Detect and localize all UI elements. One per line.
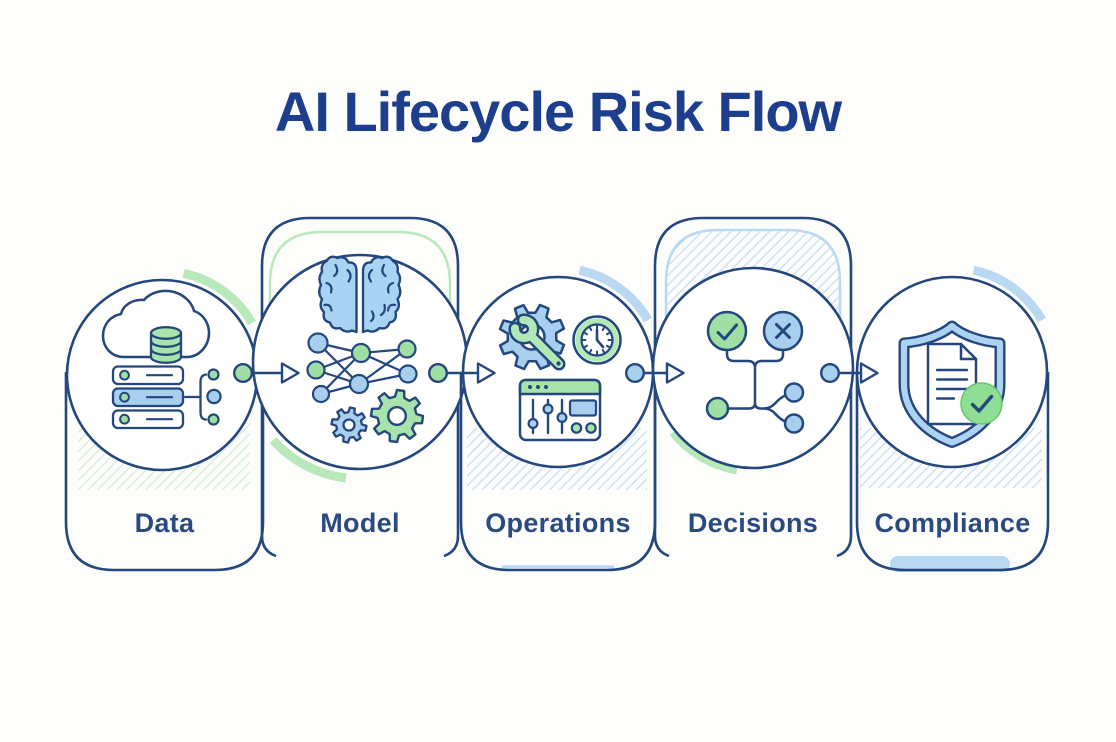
brain-icon [318,255,402,334]
data-branch-nodes-icon [183,368,222,426]
stage-card-decisions: Decisions [651,216,855,558]
stage-label-compliance: Compliance [874,508,1030,538]
neural-network-icon [306,332,418,404]
stage-label-data: Data [135,508,195,538]
arrow-data-to-model [232,362,300,384]
shield-document-check-icon [898,320,1006,448]
stage-card-model: Model [251,216,469,558]
stage-card-compliance: Compliance [855,265,1050,572]
gear-wrench-clock-control-panel-icon [498,303,622,442]
arrowhead-icon [859,362,879,384]
stage-label-model: Model [320,508,400,538]
page-title: AI Lifecycle Risk Flow [275,80,843,143]
connector-dot [820,363,841,384]
control-panel-window-icon [518,378,602,442]
card-outline [653,216,853,558]
approved-badge-icon [960,382,1003,425]
approve-circle-icon [706,310,748,352]
flow-arrows [232,362,879,384]
shield-band [900,322,1004,446]
card-outline [459,372,657,572]
arrow-model-to-operations [428,362,496,384]
brain-neural-network-gears-icon [306,255,425,444]
card-outline [64,372,265,572]
arrow-operations-to-decisions [625,362,685,384]
connector-dot [428,363,449,384]
blue-node [783,382,805,403]
green-node [705,396,730,421]
green-arc-decoration [182,268,256,326]
check-cross-decision-tree-icon [705,310,805,434]
decision-tree-lines [725,348,787,423]
clock-icon [572,315,622,365]
blue-arc-decoration [578,265,652,323]
green-arch-decoration [268,230,452,318]
green-arc-decoration [669,429,738,475]
blue-arch-outline [664,228,842,318]
blue-node [783,413,805,434]
cloud-database-servers-icon [101,289,222,430]
cloud-icon [101,289,211,359]
card-outline [260,216,460,558]
database-cylinder-icon [149,326,183,364]
arrowhead-icon [665,362,685,384]
server-stack-icon [111,365,185,430]
blue-bar-decoration [890,556,1010,572]
blue-arc-decoration [972,265,1046,323]
stage-circle [651,266,855,470]
check-mark [716,323,738,341]
green-arc-decoration [269,436,347,483]
stage-label-operations: Operations [485,508,631,538]
cross-mark [775,323,791,339]
connector-dot [625,363,646,384]
arrow-decisions-to-compliance [820,362,879,384]
stage-card-data: Data [64,268,265,572]
arrowhead-icon [476,362,496,384]
arrowhead-icon [280,362,300,384]
connector-dot [232,363,253,384]
card-outline [855,372,1050,572]
stage-card-operations: Operations [459,265,657,572]
stage-label-decisions: Decisions [688,508,818,538]
gears-icon [330,388,425,444]
wrench-icon [508,313,566,371]
